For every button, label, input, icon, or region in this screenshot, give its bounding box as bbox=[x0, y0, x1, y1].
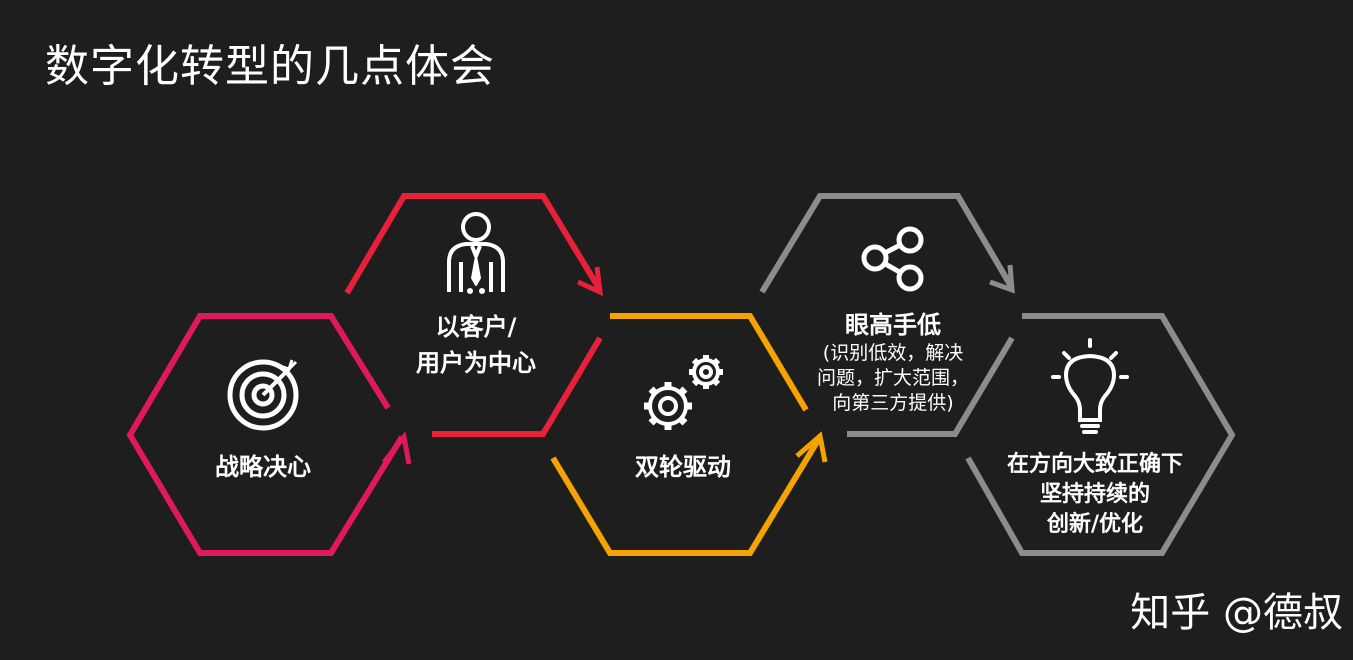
step-5-line-1: 在方向大致正确下 bbox=[1006, 452, 1183, 477]
step-1-line-1: 战略决心 bbox=[215, 453, 311, 481]
hexagon-2 bbox=[344, 193, 604, 437]
step-5-line-2: 坚持持续的 bbox=[1039, 482, 1150, 507]
step-label-5: 在方向大致正确下 坚持持续的 创新/优化 bbox=[990, 450, 1200, 540]
share-icon bbox=[861, 226, 924, 292]
hexagon-5 bbox=[965, 313, 1236, 556]
step-4-subline-1: (识别低效，解决 bbox=[822, 342, 964, 365]
target-icon bbox=[227, 359, 299, 431]
gears-icon bbox=[644, 355, 723, 430]
step-label-1: 战略决心 bbox=[173, 452, 353, 483]
watermark: 知乎 @德叔 bbox=[1130, 590, 1343, 636]
step-5-line-3: 创新/优化 bbox=[1046, 512, 1144, 537]
hexagon-3 bbox=[550, 313, 828, 556]
step-4-subline-2: 问题，扩大范围， bbox=[816, 366, 969, 389]
step-4-subline-3: 向第三方提供) bbox=[832, 391, 954, 414]
step-2-line-2: 用户为中心 bbox=[416, 349, 536, 377]
step-2-line-1: 以客户/ bbox=[435, 313, 517, 341]
lightbulb-icon bbox=[1051, 338, 1129, 434]
step-label-2: 以客户/ 用户为中心 bbox=[386, 309, 566, 381]
step-3-line-1: 双轮驱动 bbox=[635, 453, 731, 481]
businessman-icon bbox=[447, 212, 505, 294]
page-title: 数字化转型的几点体会 bbox=[45, 41, 495, 92]
step-label-3: 双轮驱动 bbox=[593, 452, 773, 483]
hexagon-4 bbox=[759, 193, 1015, 437]
hexagon-1 bbox=[126, 313, 412, 556]
step-4-line-1: 眼高手低 bbox=[845, 311, 941, 339]
step-label-4: 眼高手低 (识别低效，解决 问题，扩大范围， 向第三方提供) bbox=[793, 310, 993, 415]
